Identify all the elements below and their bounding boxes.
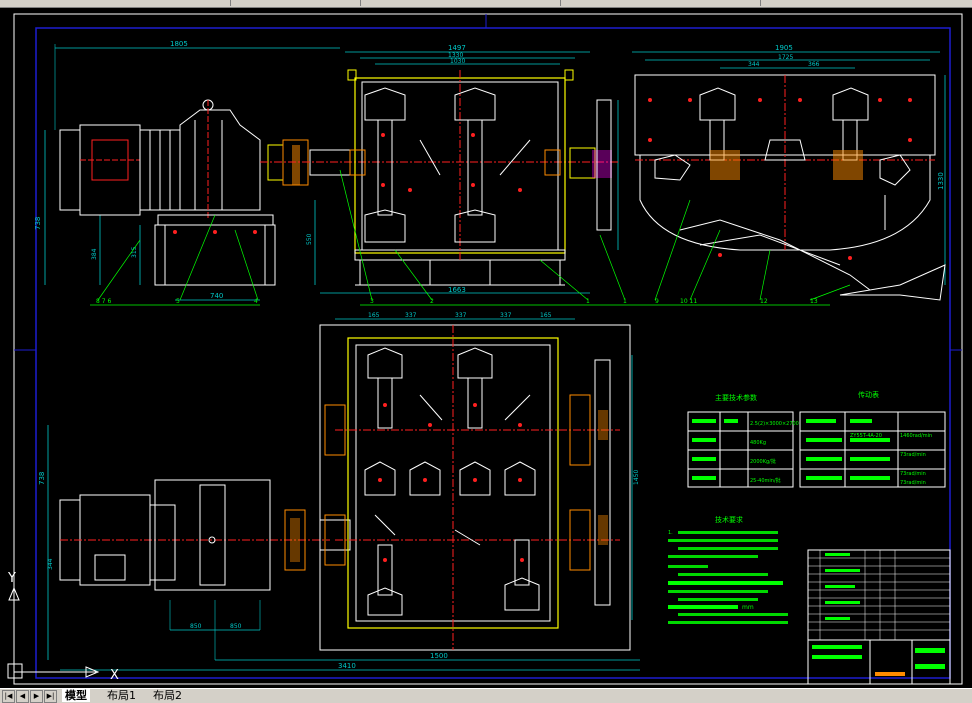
first-tab-button[interactable]: |◀ bbox=[2, 690, 15, 703]
svg-text:850: 850 bbox=[230, 623, 242, 630]
motion-model-1: ZY55T-4A-20 bbox=[850, 433, 882, 439]
param-row-2: 480Kg bbox=[750, 440, 766, 446]
toolbar-separator bbox=[560, 0, 561, 6]
tab-model[interactable]: 模型 bbox=[62, 689, 90, 702]
param-row-3: 2000Kg/批 bbox=[750, 458, 776, 465]
tech-req-text: 1. bbox=[668, 530, 673, 536]
svg-text:3410: 3410 bbox=[338, 662, 356, 670]
svg-text:384: 384 bbox=[91, 248, 98, 260]
svg-text:3: 3 bbox=[370, 298, 374, 305]
main-params-title: 主要技术参数 bbox=[715, 393, 757, 402]
main-params-table: 主要技术参数 2.5(2)×3000×2700 480Kg 2000Kg/批 2… bbox=[687, 393, 799, 488]
svg-text:5: 5 bbox=[176, 298, 180, 305]
svg-text:9: 9 bbox=[655, 298, 659, 305]
svg-text:1725: 1725 bbox=[778, 54, 793, 61]
svg-text:2: 2 bbox=[430, 298, 434, 305]
svg-text:1450: 1450 bbox=[633, 470, 640, 485]
tech-req-title: 技术要求 bbox=[715, 515, 743, 524]
svg-text:8 7 6: 8 7 6 bbox=[96, 298, 111, 305]
svg-text:12: 12 bbox=[760, 298, 768, 305]
svg-text:1030: 1030 bbox=[450, 58, 465, 65]
tech-requirements: 技术要求 1. mm bbox=[668, 515, 788, 624]
svg-text:850: 850 bbox=[190, 623, 202, 630]
motion-title: 传动表 bbox=[858, 390, 879, 399]
svg-text:1330: 1330 bbox=[937, 172, 945, 190]
cad-drawing: 1805 1497 1330 1030 1663 740 738 384 315… bbox=[7, 13, 963, 685]
svg-text:550: 550 bbox=[306, 233, 313, 245]
motion-value-3: 73rad/min bbox=[900, 471, 926, 477]
svg-text:1500: 1500 bbox=[430, 652, 448, 660]
motion-table: 传动表 ZY55T-4A-20 1460rad/min 73rad/min 73… bbox=[799, 390, 946, 488]
svg-text:738: 738 bbox=[38, 472, 46, 485]
svg-text:13: 13 bbox=[810, 298, 818, 305]
ucs-axis-icon: Y X bbox=[7, 571, 119, 683]
svg-text:344: 344 bbox=[748, 61, 760, 68]
drawing-canvas[interactable]: 1805 1497 1330 1030 1663 740 738 384 315… bbox=[0, 8, 972, 688]
motion-value-2: 73rad/min bbox=[900, 452, 926, 458]
svg-text:165: 165 bbox=[368, 312, 380, 319]
svg-text:1: 1 bbox=[623, 298, 627, 305]
layout-tab-bar: |◀ ◀ ▶ ▶| 模型 布局1 布局2 bbox=[0, 688, 972, 703]
tab-layout2[interactable]: 布局2 bbox=[153, 689, 182, 702]
svg-text:366: 366 bbox=[808, 61, 820, 68]
toolbar-separator bbox=[360, 0, 361, 6]
toolbar-separator bbox=[230, 0, 231, 6]
svg-text:1497: 1497 bbox=[448, 44, 466, 52]
tab-layout1[interactable]: 布局1 bbox=[107, 689, 136, 702]
ucs-x-label: X bbox=[110, 668, 119, 683]
svg-text:1905: 1905 bbox=[775, 44, 793, 52]
svg-text:740: 740 bbox=[210, 292, 223, 300]
prev-tab-button[interactable]: ◀ bbox=[16, 690, 29, 703]
svg-text:337: 337 bbox=[405, 312, 417, 319]
toolbar-strip bbox=[0, 0, 972, 8]
svg-text:1663: 1663 bbox=[448, 286, 466, 294]
drawing-frame bbox=[35, 27, 951, 679]
next-tab-button[interactable]: ▶ bbox=[30, 690, 43, 703]
svg-text:315: 315 bbox=[131, 246, 138, 258]
svg-text:4: 4 bbox=[254, 298, 258, 305]
svg-text:337: 337 bbox=[455, 312, 467, 319]
svg-text:337: 337 bbox=[500, 312, 512, 319]
plan-view: 165 337 337 337 165 3410 1500 850 850 73… bbox=[38, 312, 640, 671]
front-view: 1805 1497 1330 1030 1663 740 738 384 315… bbox=[34, 40, 640, 306]
ucs-y-label: Y bbox=[7, 571, 16, 586]
param-row-4: 25-40min/批 bbox=[750, 477, 781, 484]
side-view: 1905 1725 344 366 1330 9 1 bbox=[632, 44, 946, 306]
svg-text:1: 1 bbox=[586, 298, 590, 305]
svg-text:1330: 1330 bbox=[448, 52, 463, 59]
title-block bbox=[807, 549, 951, 685]
svg-text:165: 165 bbox=[540, 312, 552, 319]
tech-unit: mm bbox=[742, 604, 754, 611]
svg-text:1805: 1805 bbox=[170, 40, 188, 48]
motion-value-4: 73rad/min bbox=[900, 480, 926, 486]
sheet-border bbox=[13, 13, 963, 685]
param-row-1: 2.5(2)×3000×2700 bbox=[750, 421, 799, 427]
svg-text:738: 738 bbox=[34, 217, 42, 230]
toolbar-separator bbox=[760, 0, 761, 6]
motion-value-1: 1460rad/min bbox=[900, 433, 932, 439]
svg-text:344: 344 bbox=[47, 558, 54, 570]
svg-text:10 11: 10 11 bbox=[680, 298, 697, 305]
last-tab-button[interactable]: ▶| bbox=[44, 690, 57, 703]
